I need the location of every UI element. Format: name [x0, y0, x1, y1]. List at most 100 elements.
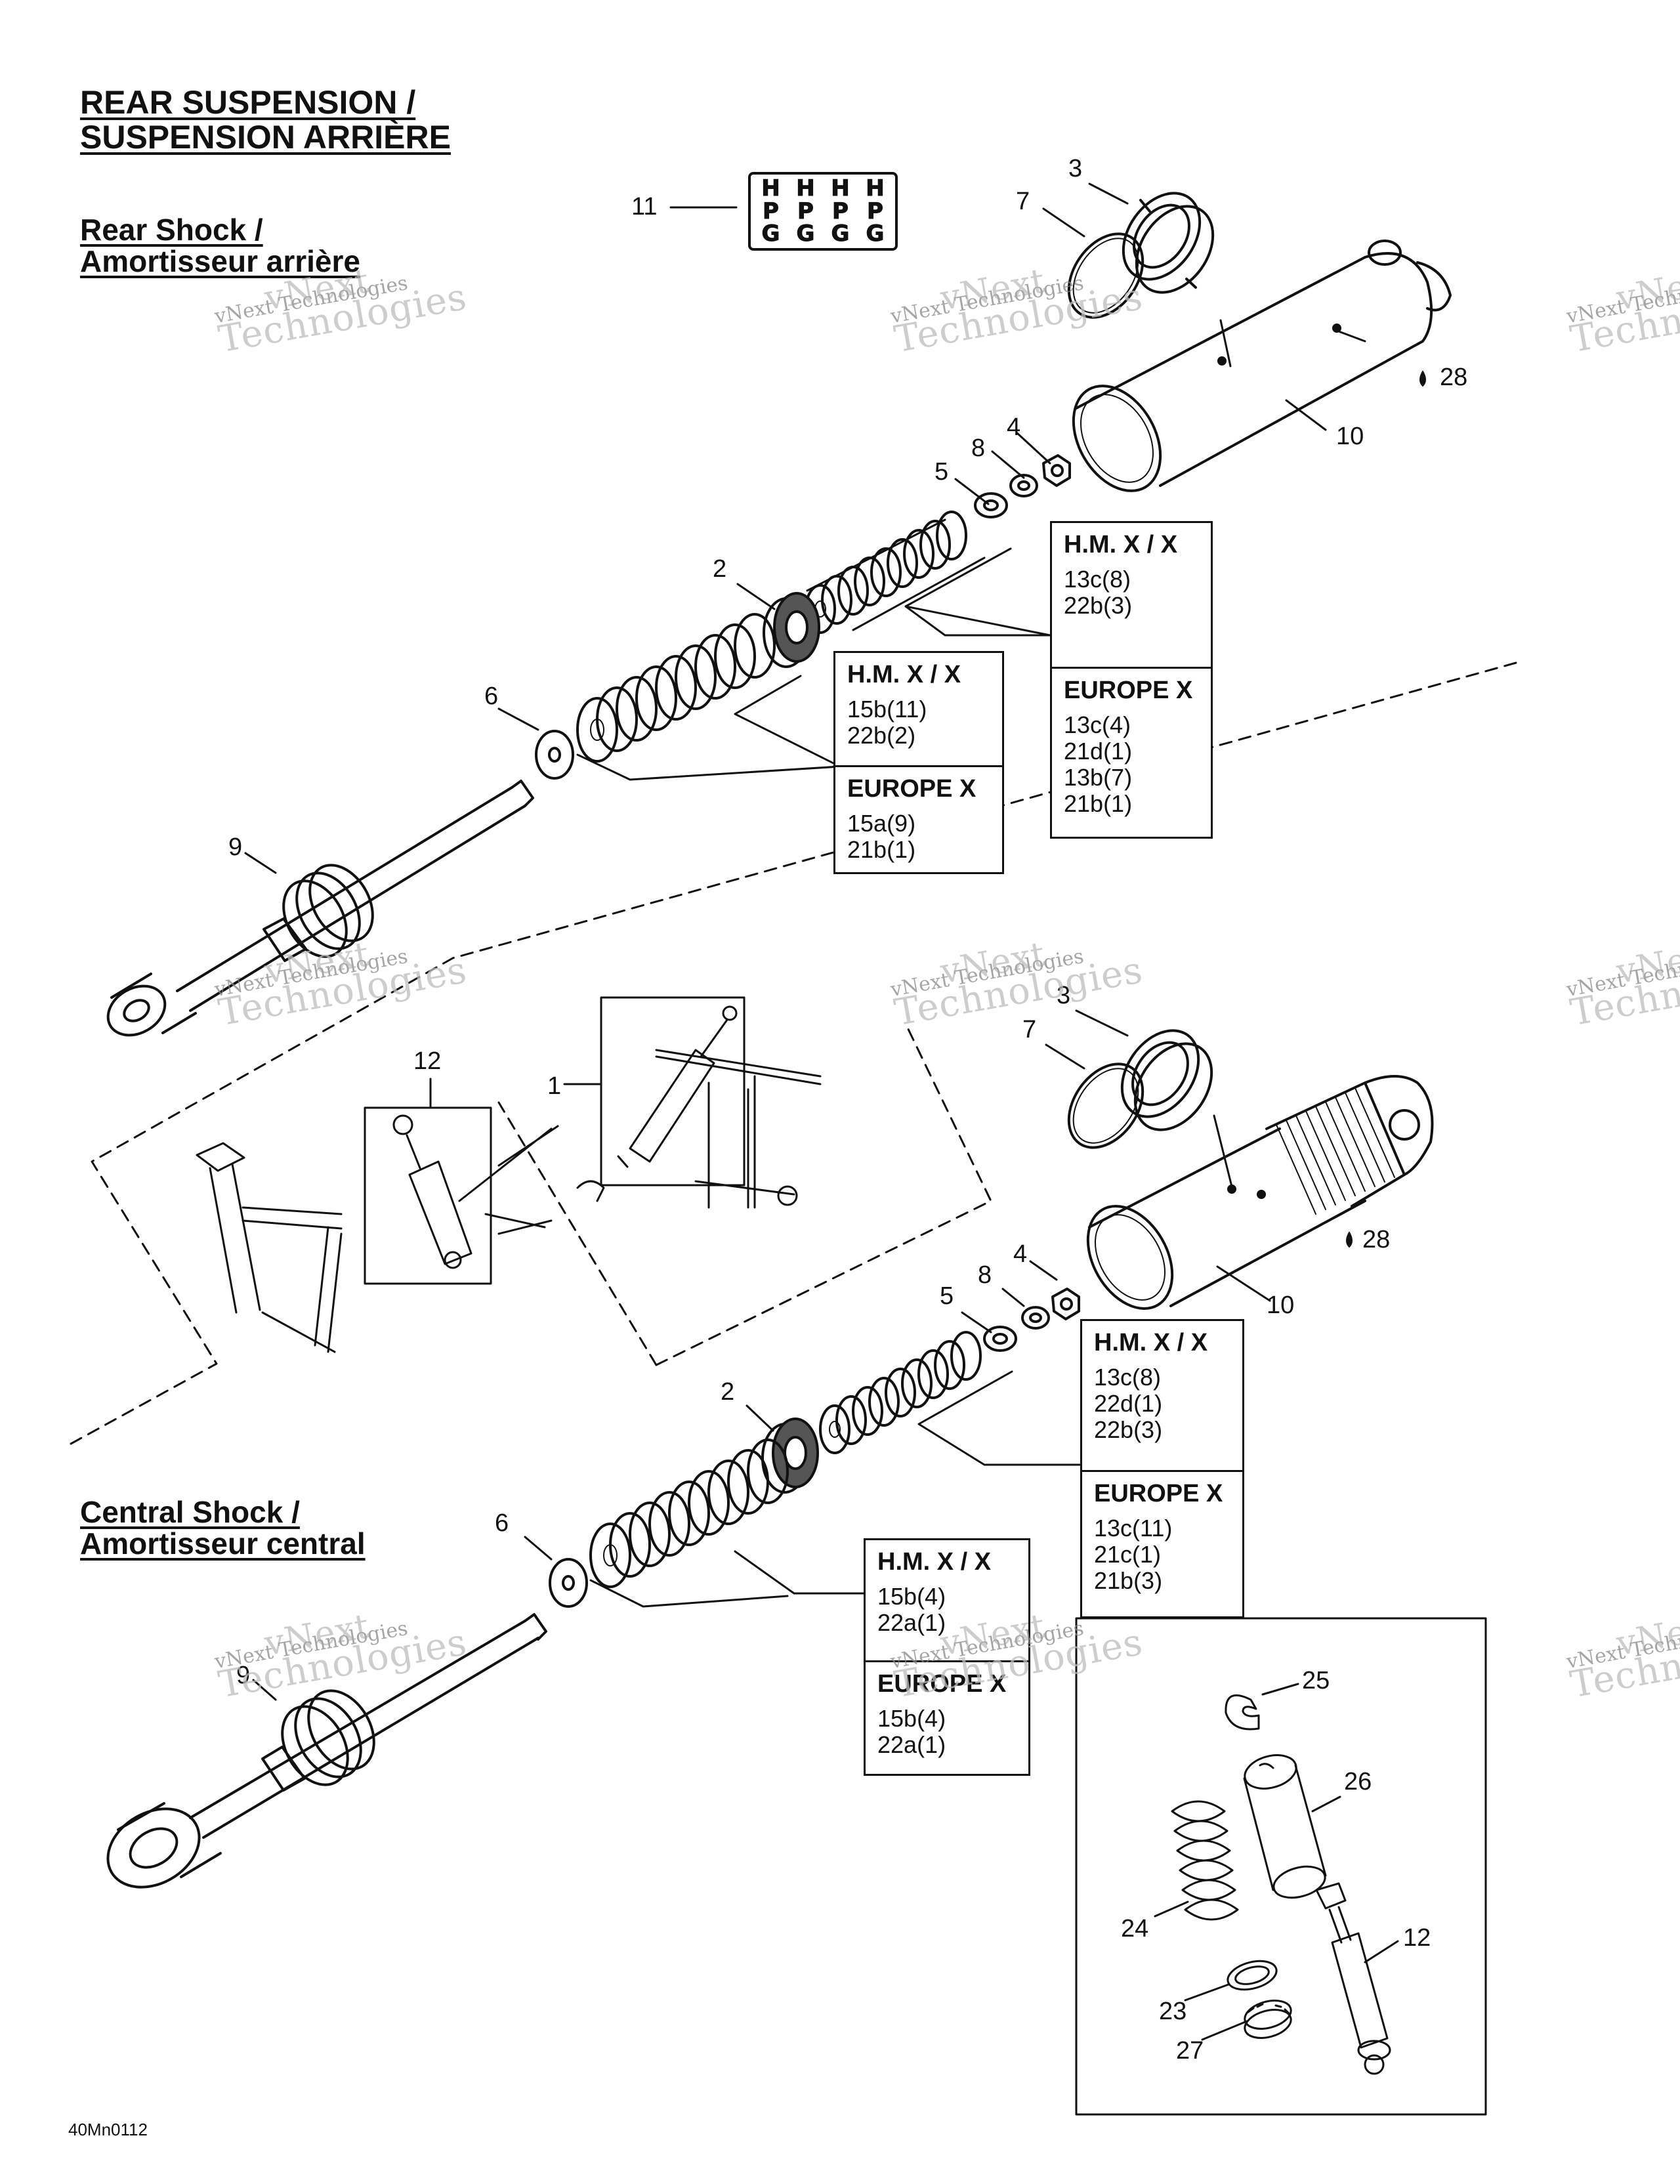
- central-upper-shim-stack: [819, 1331, 982, 1454]
- coil-spring-24: [1171, 1800, 1239, 1921]
- central-cap-3: [1120, 1029, 1213, 1131]
- callout-4: 4: [1007, 413, 1021, 441]
- figure-code: 40Mn0112: [68, 2120, 148, 2139]
- spec-line: 22b(2): [847, 721, 916, 749]
- spec-header: EUROPE X: [1094, 1480, 1223, 1507]
- central-leader-lines: [252, 1009, 1271, 1701]
- callout-25: 25: [1302, 1667, 1330, 1694]
- central-piston-2: [761, 1418, 819, 1494]
- spec-line: 22b(3): [1064, 591, 1133, 619]
- page-title: REAR SUSPENSION / SUSPENSION ARRIÈRE: [80, 85, 451, 154]
- spec-box-central-upper-hm: H.M. X / X 13c(8) 22d(1) 22b(3): [1082, 1321, 1242, 1472]
- label-11-decal: H H H H P P P P G G G G: [748, 172, 898, 251]
- callout-23: 23: [1159, 1998, 1187, 2025]
- rear-oring-7: [1067, 232, 1144, 319]
- spec-box-central-lower-hm: H.M. X / X 15b(4) 22a(1): [866, 1540, 1028, 1662]
- rear-shaft-9: [106, 780, 534, 1037]
- central-shock-body-10: [1086, 1075, 1434, 1310]
- spec-line: 15b(11): [847, 695, 927, 723]
- spec-header: H.M. X / X: [1094, 1329, 1208, 1356]
- callout-28-central: 28: [1362, 1226, 1391, 1253]
- rear-piston-2: [763, 592, 820, 668]
- callout-26: 26: [1344, 1768, 1372, 1796]
- spec-line: 22a(1): [877, 1731, 946, 1758]
- rear-washer-6: [535, 730, 574, 780]
- decal-glyph: G: [866, 220, 885, 247]
- overview-rear-shock-box: [600, 996, 746, 1186]
- sleeve-26: [1243, 1754, 1327, 1899]
- callout-10-central: 10: [1267, 1292, 1295, 1319]
- spec-line: 13b(7): [1064, 764, 1133, 791]
- spec-box-rear-lower-hm: H.M. X / X 15b(11) 22b(2): [835, 653, 1002, 767]
- decal-glyph: G: [796, 220, 815, 247]
- spec-line: 15a(9): [847, 809, 916, 837]
- callout-9: 9: [228, 833, 243, 861]
- spec-box-rear-lower-europe: EUROPE X 15a(9) 21b(1): [835, 767, 1002, 872]
- spec-box-central-lower-europe: EUROPE X 15b(4) 22a(1): [866, 1662, 1028, 1767]
- overview-central-shock-box: [364, 1106, 492, 1285]
- spec-box-central-lower: H.M. X / X 15b(4) 22a(1) EUROPE X 15b(4)…: [864, 1538, 1030, 1776]
- rear-washer-5: [974, 492, 1008, 518]
- spec-header: H.M. X / X: [847, 661, 961, 688]
- spec-line: 13c(4): [1064, 711, 1131, 738]
- callout-6: 6: [484, 682, 499, 710]
- rear-grease-drop-icon: [1419, 371, 1426, 387]
- callout-12-overview: 12: [413, 1047, 442, 1075]
- spec-line: 21d(1): [1064, 737, 1133, 765]
- page-title-line2: SUSPENSION ARRIÈRE: [80, 118, 451, 156]
- callout-2: 2: [713, 555, 727, 583]
- rear-washer-8: [1009, 474, 1038, 497]
- central-shock-title: Central Shock / Amortisseur central: [80, 1496, 366, 1560]
- callout-2-central: 2: [721, 1378, 735, 1406]
- rear-shock-assembly: [106, 182, 1452, 1037]
- rear-lower-shim-stack: [576, 613, 776, 763]
- spec-line: 21b(1): [1064, 790, 1133, 818]
- callout-28: 28: [1440, 364, 1468, 391]
- central-shock-title-line2: Amortisseur central: [80, 1526, 366, 1561]
- decal-glyph: P: [797, 198, 814, 224]
- central-shock-assembly: [106, 1009, 1434, 1889]
- spec-header: EUROPE X: [877, 1670, 1007, 1698]
- spec-header: EUROPE X: [847, 775, 976, 803]
- decal-glyph: H: [831, 175, 850, 201]
- callout-10: 10: [1336, 423, 1364, 450]
- spec-box-rear-upper-hm: H.M. X / X 13c(8) 22b(3): [1052, 523, 1211, 669]
- ring-23: [1227, 1960, 1278, 1991]
- adjuster-27: [1244, 2000, 1292, 2039]
- decal-glyph: P: [867, 198, 884, 224]
- callout-11: 11: [631, 193, 658, 220]
- callout-3-central: 3: [1057, 982, 1071, 1009]
- central-lower-shim-stack: [589, 1438, 789, 1588]
- callout-7: 7: [1016, 188, 1030, 215]
- spec-box-rear-upper: H.M. X / X 13c(8) 22b(3) EUROPE X 13c(4)…: [1050, 521, 1213, 839]
- callout-8-central: 8: [978, 1261, 992, 1289]
- callout-12-detail: 12: [1403, 1924, 1431, 1952]
- spec-line: 21b(1): [847, 835, 916, 863]
- rear-shock-title-line2: Amortisseur arrière: [80, 244, 360, 279]
- decal-glyph: G: [761, 220, 780, 247]
- callout-5: 5: [934, 458, 949, 486]
- callout-7-central: 7: [1022, 1016, 1037, 1043]
- rear-nut-4: [1042, 454, 1071, 487]
- central-washer-5: [983, 1326, 1017, 1352]
- decal-glyph: P: [763, 198, 780, 224]
- rear-shock-title: Rear Shock / Amortisseur arrière: [80, 214, 360, 278]
- central-washer-8: [1021, 1306, 1050, 1330]
- central-oring-7: [1067, 1062, 1144, 1149]
- spec-line: 22d(1): [1094, 1389, 1163, 1417]
- spec-line: 13c(8): [1064, 565, 1131, 593]
- decal-glyph: G: [831, 220, 850, 247]
- decal-glyph: P: [832, 198, 849, 224]
- spec-box-rear-lower: H.M. X / X 15b(11) 22b(2) EUROPE X 15a(9…: [833, 651, 1004, 874]
- spec-box-rear-upper-europe: EUROPE X 13c(4) 21d(1) 13b(7) 21b(1): [1052, 669, 1211, 827]
- spec-line: 21b(3): [1094, 1567, 1163, 1595]
- spec-header: H.M. X / X: [1064, 531, 1178, 558]
- decal-glyph: H: [761, 175, 780, 201]
- coilover-detail-box: [1075, 1617, 1487, 2116]
- callout-1-overview: 1: [547, 1072, 562, 1100]
- spec-line: 13c(11): [1094, 1514, 1173, 1542]
- central-shaft-9: [106, 1613, 547, 1889]
- spec-line: 15b(4): [877, 1582, 946, 1610]
- callout-3: 3: [1068, 155, 1083, 182]
